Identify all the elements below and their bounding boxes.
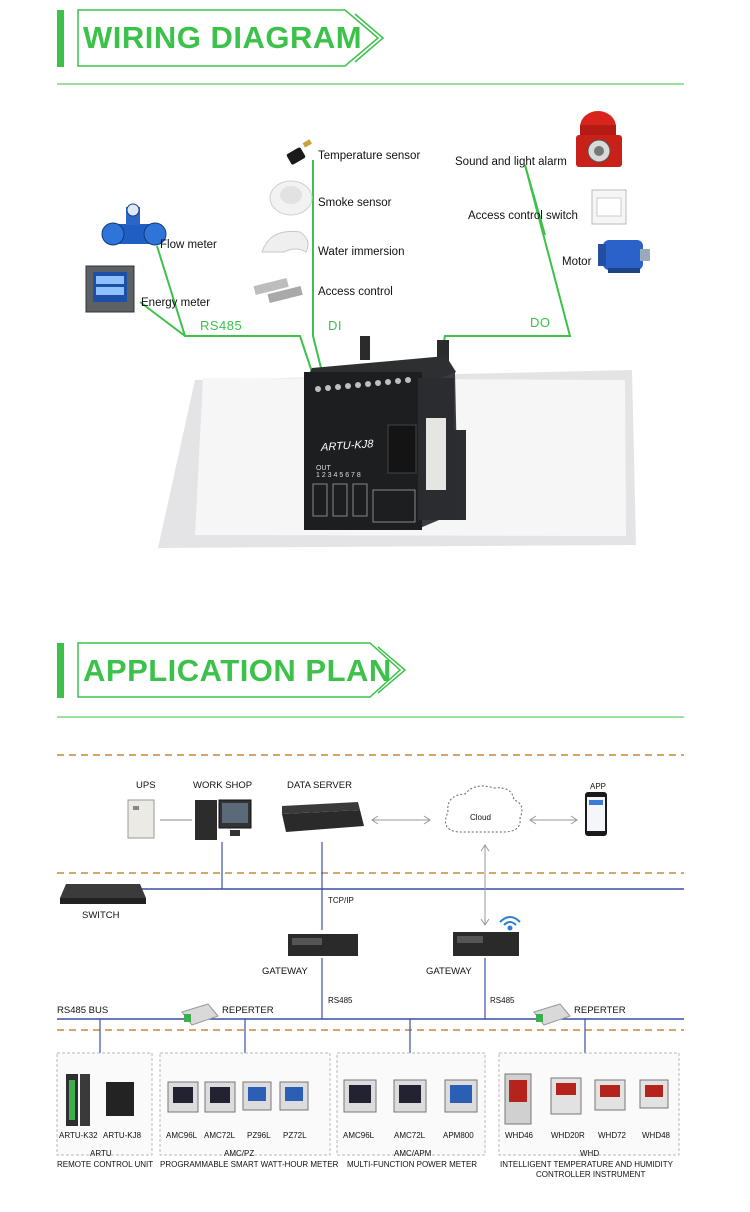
repeater-right-icon	[533, 1003, 571, 1026]
device-amc96l: AMC96L	[166, 1131, 198, 1140]
access-control-switch-icon	[591, 189, 627, 225]
motor-icon	[598, 240, 650, 273]
wifi-icon	[499, 916, 521, 931]
device-whd20r: WHD20R	[551, 1131, 585, 1140]
group-code-artu: ARTU	[90, 1149, 112, 1158]
group-name-amc-apm: MULTI-FUNCTION POWER METER	[347, 1160, 478, 1169]
group-name-amc-pz: PROGRAMMABLE SMART WATT-HOUR METER	[160, 1160, 339, 1169]
label-rs485-right: RS485	[490, 996, 515, 1005]
device-amc72l: AMC72L	[204, 1131, 236, 1140]
device-amc72l-2: AMC72L	[394, 1131, 426, 1140]
access-control-icon	[253, 278, 303, 303]
device-apm800: APM800	[443, 1131, 474, 1140]
wiring-title: WIRING DIAGRAM	[83, 20, 363, 55]
label-cloud: Cloud	[470, 813, 491, 822]
label-gateway-left: GATEWAY	[262, 966, 308, 977]
group-name-artu: REMOTE CONTROL UNIT	[57, 1160, 154, 1169]
phone-app-icon	[585, 792, 607, 836]
network-switch-icon	[60, 884, 146, 904]
group-name-whd: INTELLIGENT TEMPERATURE AND HUMIDITY	[500, 1160, 673, 1169]
workstation-icon	[195, 799, 252, 840]
rs485-item-energy-meter: Energy meter	[141, 297, 211, 309]
group-label-rs485: RS485	[200, 318, 243, 333]
group-code-whd: WHD	[580, 1149, 600, 1158]
group-code-amc-pz: AMC/PZ	[224, 1149, 255, 1158]
label-rs485-left: RS485	[328, 996, 353, 1005]
device-artu-kj8: ARTU-KJ8	[103, 1131, 142, 1140]
device-pz96l: PZ96L	[247, 1131, 271, 1140]
device-out-numbers: 1 2 3 4 5 6 7 8	[316, 472, 361, 479]
di-item-access-control: Access control	[318, 286, 393, 298]
group-name-whd-line2: CONTROLLER INSTRUMENT	[536, 1170, 646, 1179]
repeater-left-icon	[181, 1003, 219, 1026]
label-app: APP	[590, 782, 607, 791]
label-data-server: DATA SERVER	[287, 780, 352, 791]
whd-instruments	[504, 1073, 669, 1125]
device-amc96l-2: AMC96L	[343, 1131, 375, 1140]
device-pz72l: PZ72L	[283, 1131, 307, 1140]
cloud-icon	[445, 785, 523, 833]
group-code-amc-apm: AMC/APM	[394, 1149, 432, 1158]
flow-meter-icon	[101, 203, 167, 246]
smoke-sensor-icon	[269, 180, 313, 216]
label-repeater-right: REPERTER	[574, 1005, 626, 1016]
artu-kj8-small-icon	[106, 1082, 134, 1116]
artu-kj8-module	[304, 336, 466, 530]
do-item-sound-light-alarm: Sound and light alarm	[455, 156, 567, 168]
device-out-label: OUT	[316, 465, 331, 472]
gateway-left-icon	[288, 934, 358, 956]
amc-apm-meters	[343, 1079, 478, 1113]
label-ups: UPS	[136, 780, 156, 791]
do-item-motor: Motor	[562, 256, 592, 268]
group-label-do: DO	[530, 315, 551, 330]
data-server-icon	[282, 802, 364, 832]
label-repeater-left: REPERTER	[222, 1005, 274, 1016]
label-workshop: WORK SHOP	[193, 780, 253, 791]
artu-k32-icon	[66, 1074, 90, 1126]
di-item-smoke-sensor: Smoke sensor	[318, 197, 392, 209]
device-artu-k32: ARTU-K32	[59, 1131, 98, 1140]
rs485-item-flow-meter: Flow meter	[160, 239, 217, 251]
label-switch: SWITCH	[82, 910, 120, 921]
application-title: APPLICATION PLAN	[83, 653, 392, 688]
application-header-frame	[57, 642, 684, 718]
device-whd48: WHD48	[642, 1131, 671, 1140]
sound-light-alarm-icon	[576, 111, 622, 167]
do-item-access-control-switch: Access control switch	[468, 210, 578, 222]
gateway-right-icon	[453, 932, 519, 956]
group-label-di: DI	[328, 318, 342, 333]
label-gateway-right: GATEWAY	[426, 966, 472, 977]
wiring-header-frame	[57, 9, 684, 85]
label-tcpip: TCP/IP	[328, 896, 354, 905]
di-item-temperature-sensor: Temperature sensor	[318, 150, 421, 162]
amc-pz-meters	[167, 1081, 309, 1113]
temperature-sensor-icon	[286, 139, 312, 165]
energy-meter-icon	[85, 265, 135, 313]
wiring-diagram-graphics	[85, 111, 650, 548]
label-rs485-bus: RS485 BUS	[57, 1005, 109, 1016]
di-item-water-immersion: Water immersion	[318, 246, 405, 258]
device-whd72: WHD72	[598, 1131, 627, 1140]
water-immersion-icon	[261, 230, 309, 253]
device-whd46: WHD46	[505, 1131, 534, 1140]
ups-icon	[127, 799, 155, 839]
